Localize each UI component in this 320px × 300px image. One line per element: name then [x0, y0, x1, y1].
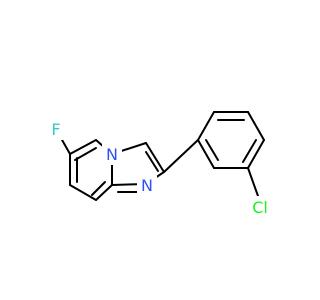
bond-c8-c7: [69, 184, 97, 201]
bond-ar-4: [247, 139, 265, 169]
molecule-diagram: F N N Cl: [45, 111, 274, 218]
bonds: [56, 111, 265, 201]
atom-nitrogen-label: N: [141, 176, 153, 195]
atom-labels: F N N Cl: [45, 118, 274, 218]
bond-c3-c2-double: [145, 151, 159, 172]
atom-nitrogen-label: N: [106, 145, 118, 164]
atom-chlorine-label: Cl: [252, 198, 268, 217]
bond-ar-1: [197, 111, 215, 141]
bond-c6-c5-double: [74, 147, 97, 161]
bond-ar-4-double: [242, 139, 257, 163]
bond-c2-c1p: [163, 139, 199, 173]
bond-c8a-c8: [95, 184, 113, 201]
bond-ar-6: [197, 139, 215, 169]
bond-ar-3: [247, 111, 265, 141]
bond-ar-cl: [247, 167, 259, 197]
bond-c6-c5: [69, 139, 97, 155]
atom-fluorine-label: F: [51, 120, 60, 139]
bond-c3-c2: [145, 142, 165, 173]
bond-c8a-c8-double: [91, 181, 106, 196]
bond-ar-6-double: [205, 139, 219, 161]
